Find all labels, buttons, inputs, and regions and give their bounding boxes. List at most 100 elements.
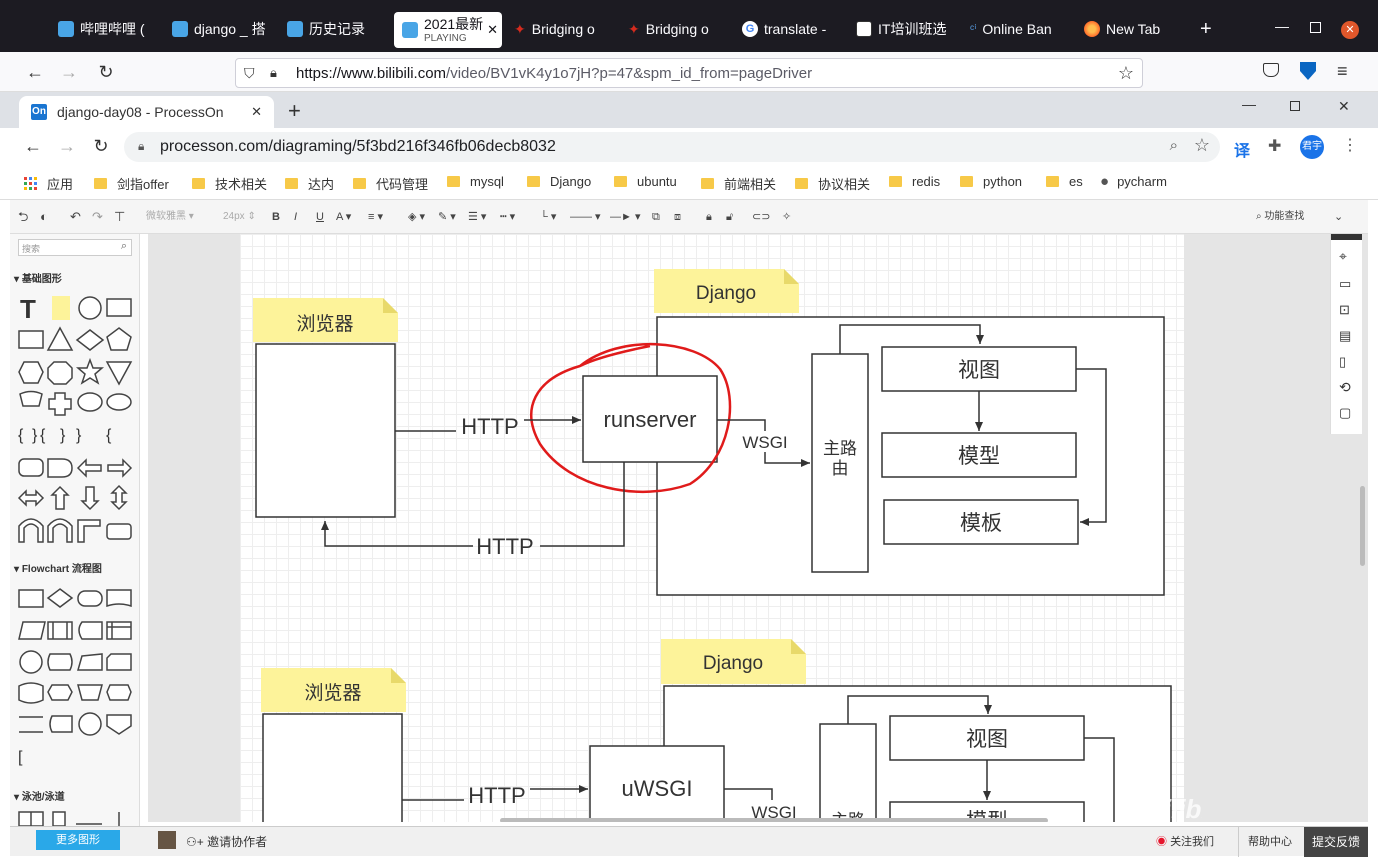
find-feature-button[interactable]: ⌕ 功能查找 xyxy=(1256,209,1304,225)
section-swimlane[interactable]: ▾ 泳池/泳道 xyxy=(14,792,65,803)
bookmark-folder[interactable]: ubuntu xyxy=(614,174,677,189)
vertical-scrollbar[interactable] xyxy=(1360,486,1365,566)
line-width-icon[interactable]: ☰ ▾ xyxy=(468,211,487,223)
bring-front-icon[interactable]: ⧉ xyxy=(652,211,660,223)
extension-icon[interactable] xyxy=(1300,62,1316,80)
reload-icon[interactable]: ↻ xyxy=(93,136,109,156)
bookmark-folder[interactable]: es xyxy=(1046,174,1083,189)
connector-icon[interactable]: └ ▾ xyxy=(540,211,557,223)
history-icon[interactable]: ⟲ xyxy=(1339,379,1351,395)
django-note-top[interactable]: Django xyxy=(654,269,799,313)
translate-icon[interactable]: 译 xyxy=(1234,143,1251,160)
font-color-button[interactable]: A ▾ xyxy=(336,211,352,223)
more-menu-icon[interactable]: ⋮ xyxy=(1342,137,1358,154)
brush-icon[interactable]: ⊤ xyxy=(114,209,126,224)
bookmark-folder[interactable]: 代码管理 xyxy=(353,174,428,193)
align-button[interactable]: ≡ ▾ xyxy=(368,211,383,223)
extensions-icon[interactable]: ✚ xyxy=(1268,138,1282,155)
close-icon[interactable]: ✕ xyxy=(251,104,262,119)
ff-tab-playing[interactable]: 2021最新 PLAYING ✕ xyxy=(394,12,502,48)
flowchart-shapes-grid[interactable]: [ xyxy=(10,578,140,768)
more-shapes-button[interactable]: 更多图形 xyxy=(36,830,120,850)
redo-icon[interactable]: ↷ xyxy=(92,209,103,224)
firefox-url-bar[interactable]: ⛉ 🔒︎ https://www.bilibili.com /video/BV1… xyxy=(235,58,1143,88)
bookmark-apps[interactable]: 应用 xyxy=(24,174,73,193)
runserver-box[interactable] xyxy=(582,375,718,463)
clear-format-icon[interactable]: ◐ xyxy=(40,209,48,224)
font-family-select[interactable]: 微软雅黑 ▾ xyxy=(146,211,194,222)
layout-icon[interactable]: ⊡ xyxy=(1339,302,1350,317)
router-box-top[interactable] xyxy=(811,353,869,573)
section-basic-shapes[interactable]: ▾ 基础图形 xyxy=(14,274,62,285)
menu-icon[interactable]: ≡ xyxy=(1337,61,1348,81)
template-box-top[interactable] xyxy=(883,499,1079,545)
new-tab-button[interactable]: + xyxy=(288,98,301,123)
ff-tab-bridging-1[interactable]: ✦ Bridging o xyxy=(514,12,614,46)
attributes-icon[interactable]: ▤ xyxy=(1339,328,1352,343)
help-center-button[interactable]: 帮助中心 xyxy=(1248,836,1292,848)
browser-box-bottom[interactable] xyxy=(262,713,403,822)
bookmark-folder[interactable]: 协议相关 xyxy=(795,174,870,193)
restore-button[interactable] xyxy=(1290,101,1300,111)
underline-button[interactable]: U xyxy=(316,211,324,223)
bookmark-folder[interactable]: mysql xyxy=(447,174,504,189)
browser-box-top[interactable] xyxy=(255,343,396,518)
uwsgi-box[interactable] xyxy=(589,745,725,822)
italic-button[interactable]: I xyxy=(294,211,298,223)
browser-note-bottom[interactable]: 浏览器 xyxy=(261,668,406,712)
bookmark-folder[interactable]: python xyxy=(960,174,1022,189)
forward-icon[interactable]: → xyxy=(58,136,76,156)
unlock-icon[interactable]: 🔓︎ xyxy=(726,211,734,223)
bookmark-folder[interactable]: 剑指offer xyxy=(94,174,169,193)
follow-us-button[interactable]: ◉ 关注我们 xyxy=(1156,833,1214,849)
maximize-button[interactable] xyxy=(1310,22,1321,33)
style-icon[interactable]: ▭ xyxy=(1339,276,1352,291)
invite-collaborator-button[interactable]: ⚇+ 邀请协作者 xyxy=(186,833,267,850)
collapse-toolbar-icon[interactable]: ⌄ xyxy=(1334,211,1344,223)
bold-button[interactable]: B xyxy=(272,211,280,223)
comment-icon[interactable]: ▢ xyxy=(1339,405,1352,420)
fill-color-icon[interactable]: ◈ ▾ xyxy=(408,211,426,223)
zoom-icon[interactable]: ⌕ xyxy=(1169,137,1178,154)
ff-tab-bilibili-home[interactable]: 哔哩哔哩 ( xyxy=(58,12,158,46)
browser-note-top[interactable]: 浏览器 xyxy=(253,298,398,342)
close-icon[interactable]: ✕ xyxy=(487,22,499,37)
router-box-bottom[interactable] xyxy=(819,723,877,822)
bookmark-pycharm[interactable]: ●pycharm xyxy=(1100,174,1167,189)
ff-tab-online-bank[interactable]: ᶜⁱ Online Ban xyxy=(970,12,1070,46)
view-box-top[interactable] xyxy=(881,346,1077,392)
submit-feedback-button[interactable]: 提交反馈 xyxy=(1304,827,1368,857)
lock-icon[interactable]: 🔒︎ xyxy=(706,211,712,223)
ff-tab-django[interactable]: django _ 搭 xyxy=(172,12,272,46)
chrome-tab-processon[interactable]: On django-day08 - ProcessOn ✕ xyxy=(19,96,274,128)
avatar[interactable] xyxy=(158,831,176,849)
close-window-button[interactable]: ✕ xyxy=(1338,98,1350,114)
link-icon[interactable]: ⊂⊃ xyxy=(752,211,771,223)
avatar[interactable]: 君宇 xyxy=(1300,135,1324,159)
new-tab-button[interactable]: + xyxy=(1200,18,1212,40)
ff-tab-translate[interactable]: G translate - xyxy=(742,12,842,46)
line-color-icon[interactable]: ✎ ▾ xyxy=(438,211,456,223)
font-size-select[interactable]: 24px ⇕ xyxy=(223,211,256,222)
django-note-bottom[interactable]: Django xyxy=(661,639,806,684)
undo-icon[interactable]: ↶ xyxy=(70,209,81,224)
send-back-icon[interactable]: ⧈ xyxy=(674,211,681,223)
line-start-icon[interactable]: —— ▾ xyxy=(570,211,601,223)
line-style-icon[interactable]: ┅ ▾ xyxy=(500,211,516,223)
ff-tab-it[interactable]: IT培训班选 xyxy=(856,12,956,46)
chrome-omnibox[interactable]: 🔒︎ processon.com/diagraming/5f3bd216f346… xyxy=(124,132,1220,162)
navigator-icon[interactable]: ⌖ xyxy=(1339,248,1347,264)
reload-icon[interactable]: ↻ xyxy=(98,62,114,82)
back-icon[interactable]: ← xyxy=(26,62,44,82)
view-box-bottom[interactable] xyxy=(889,715,1085,761)
diagram-page[interactable]: 浏览器 Django runserver HTTP xyxy=(240,234,1184,822)
shape-search-input[interactable]: 搜索 ⌕ xyxy=(18,239,132,256)
close-window-button[interactable]: ✕ xyxy=(1341,21,1359,39)
line-end-icon[interactable]: —► ▾ xyxy=(610,211,641,223)
bookmark-folder[interactable]: Django xyxy=(527,174,591,189)
model-box-top[interactable] xyxy=(881,432,1077,478)
back-icon[interactable]: ← xyxy=(24,136,42,156)
magic-wand-icon[interactable]: ✧ xyxy=(782,211,792,223)
model-box-bottom[interactable] xyxy=(889,801,1085,822)
minimize-button[interactable]: — xyxy=(1275,18,1289,34)
